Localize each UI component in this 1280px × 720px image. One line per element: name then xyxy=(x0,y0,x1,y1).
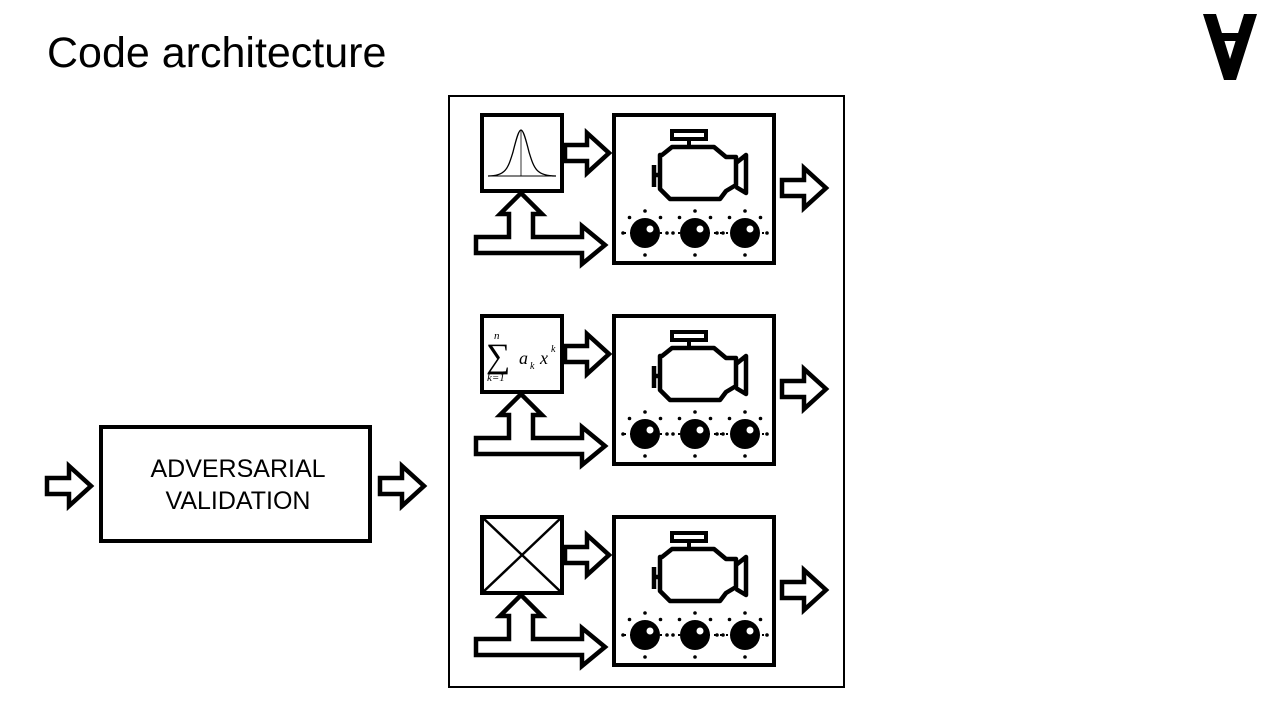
svg-text:∑: ∑ xyxy=(486,338,510,375)
input-arrow-icon xyxy=(47,466,91,506)
model-block xyxy=(612,515,776,667)
slide-title: Code architecture xyxy=(47,29,387,77)
model-block xyxy=(612,113,776,265)
svg-text:a: a xyxy=(519,348,528,368)
model-block xyxy=(612,314,776,466)
svg-text:k: k xyxy=(551,344,556,355)
data-flow-arrow-icon xyxy=(473,189,609,269)
pipeline-2: ∑ n k=1 a k x k xyxy=(473,314,826,470)
data-flow-arrow-icon xyxy=(473,390,609,470)
svg-text:x: x xyxy=(539,348,548,368)
av-label-line2: VALIDATION xyxy=(166,487,311,515)
svg-text:n: n xyxy=(494,330,500,342)
pipeline-3 xyxy=(473,515,826,671)
box-cross-icon xyxy=(480,515,564,595)
pipeline-1 xyxy=(473,113,826,269)
data-flow-arrow-icon xyxy=(473,591,609,671)
gaussian-curve-icon xyxy=(480,113,564,193)
polynomial-sum-icon: ∑ n k=1 a k x k xyxy=(480,314,564,394)
av-output-arrow-icon xyxy=(380,466,424,506)
logo-icon xyxy=(1203,14,1257,80)
adversarial-validation-block: ADVERSARIAL VALIDATION xyxy=(99,425,372,543)
svg-text:k: k xyxy=(530,361,535,372)
av-label-line1: ADVERSARIAL xyxy=(150,455,325,483)
svg-text:k=1: k=1 xyxy=(487,372,505,384)
